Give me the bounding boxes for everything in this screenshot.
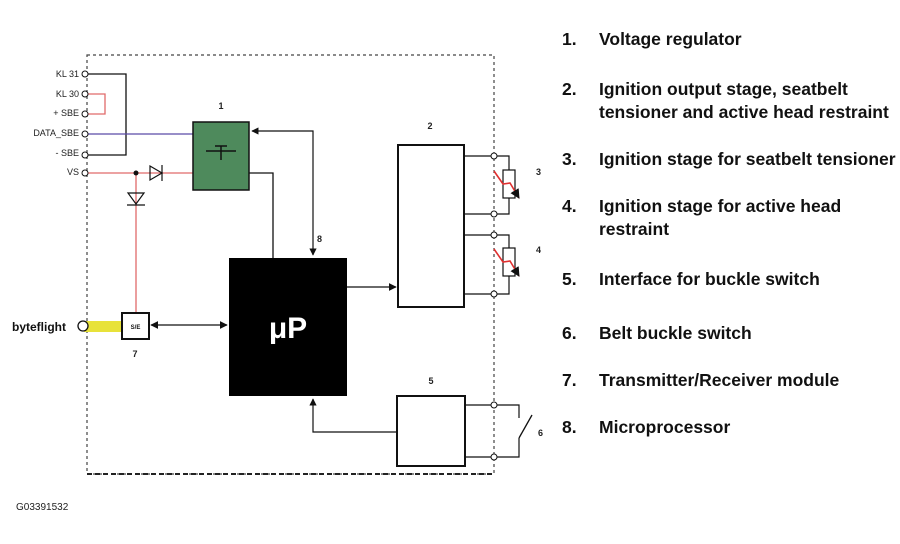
legend-item-number: 4.	[562, 196, 577, 216]
junction-dot	[133, 170, 139, 176]
legend-item-number: 6.	[562, 323, 577, 343]
regulator-to-mp-wire	[249, 172, 274, 258]
squib-3-number: 3	[536, 167, 541, 177]
squib-4-spark-icon	[493, 248, 520, 277]
interface-to-mp-wire	[309, 398, 397, 433]
pin-data-sbe-terminal	[81, 130, 89, 138]
legend-item-number: 7.	[562, 370, 577, 390]
regulator-number: 1	[218, 101, 223, 111]
legend-item-text: Transmitter/Receiver module	[599, 370, 840, 390]
legend-item-text: Belt buckle switch	[599, 323, 752, 343]
legend-item: 7. Transmitter/Receiver module	[562, 369, 897, 392]
legend-item: 3. Ignition stage for seatbelt tensioner	[562, 148, 897, 171]
legend-item-number: 2.	[562, 79, 577, 99]
legend-item-text: Ignition output stage, seatbelt tensione…	[599, 79, 889, 122]
byteflight-label: byteflight	[12, 320, 66, 334]
buckle-switch-number: 6	[538, 428, 543, 438]
legend-item-number: 3.	[562, 149, 577, 169]
legend-item-number: 8.	[562, 417, 577, 437]
output-stage-number: 2	[427, 121, 432, 131]
legend-item: 4. Ignition stage for active head restra…	[562, 195, 897, 241]
pin-plus-sbe-terminal	[81, 110, 89, 118]
seatbelt-squib-circuit	[464, 152, 516, 218]
legend-item: 6. Belt buckle switch	[562, 322, 897, 345]
legend-item: 2. Ignition output stage, seatbelt tensi…	[562, 78, 897, 124]
airbag-module-diagram: KL 31 KL 30 + SBE DATA_SBE - SBE VS 1 8 …	[12, 54, 543, 513]
pin-label-data-sbe: DATA_SBE	[33, 128, 79, 138]
diode-vertical-icon	[126, 192, 146, 206]
byteflight-connector	[77, 320, 89, 332]
head-restraint-squib-circuit	[464, 231, 516, 298]
legend-item-text: Ignition stage for seatbelt tensioner	[599, 149, 896, 169]
transceiver-block	[121, 312, 150, 340]
diode-horizontal-icon	[149, 164, 164, 182]
regulator-symbol-icon	[206, 145, 236, 160]
legend-item-text: Voltage regulator	[599, 29, 742, 49]
transceiver-number: 7	[132, 349, 137, 359]
pin-label-vs: VS	[67, 167, 79, 177]
ignition-output-stage-block	[397, 144, 465, 308]
pin-label-plus-sbe: + SBE	[53, 108, 79, 118]
legend-item-text: Microprocessor	[599, 417, 731, 437]
module-boundary	[86, 54, 495, 475]
legend-item-number: 1.	[562, 29, 577, 49]
pin-label-minus-sbe: - SBE	[55, 148, 79, 158]
legend-item-text: Interface for buckle switch	[599, 269, 820, 289]
pin-label-kl31: KL 31	[56, 69, 79, 79]
legend-item: 1. Voltage regulator	[562, 28, 897, 51]
legend-item: 8. Microprocessor	[562, 416, 897, 439]
pin-vs-terminal	[81, 169, 89, 177]
legend-list: 1. Voltage regulator 2. Ignition output …	[562, 28, 897, 439]
transceiver-label: S/E	[131, 325, 141, 331]
squib-4-number: 4	[536, 245, 541, 255]
pin-minus-sbe-terminal	[81, 151, 89, 159]
buckle-interface-number: 5	[428, 376, 433, 386]
byteflight-bus-wire	[84, 321, 122, 332]
link-number-8: 8	[317, 234, 322, 244]
regulator-mp-link	[251, 127, 317, 256]
squib-3-spark-icon	[493, 170, 520, 199]
pin-kl30-terminal	[81, 90, 89, 98]
buckle-interface-block	[396, 395, 466, 467]
kl30-bridge-wire	[85, 93, 106, 115]
legend-item: 5. Interface for buckle switch	[562, 268, 897, 291]
pin-label-kl30: KL 30	[56, 89, 79, 99]
microprocessor-block	[229, 258, 347, 396]
buckle-switch-icon	[465, 401, 533, 461]
pin-kl31-terminal	[81, 70, 89, 78]
legend-item-text: Ignition stage for active head restraint	[599, 196, 842, 239]
legend-item-number: 5.	[562, 269, 577, 289]
ground-wire	[85, 73, 127, 156]
microprocessor-label: μP	[269, 312, 307, 345]
figure-code: G03391532	[16, 502, 69, 513]
